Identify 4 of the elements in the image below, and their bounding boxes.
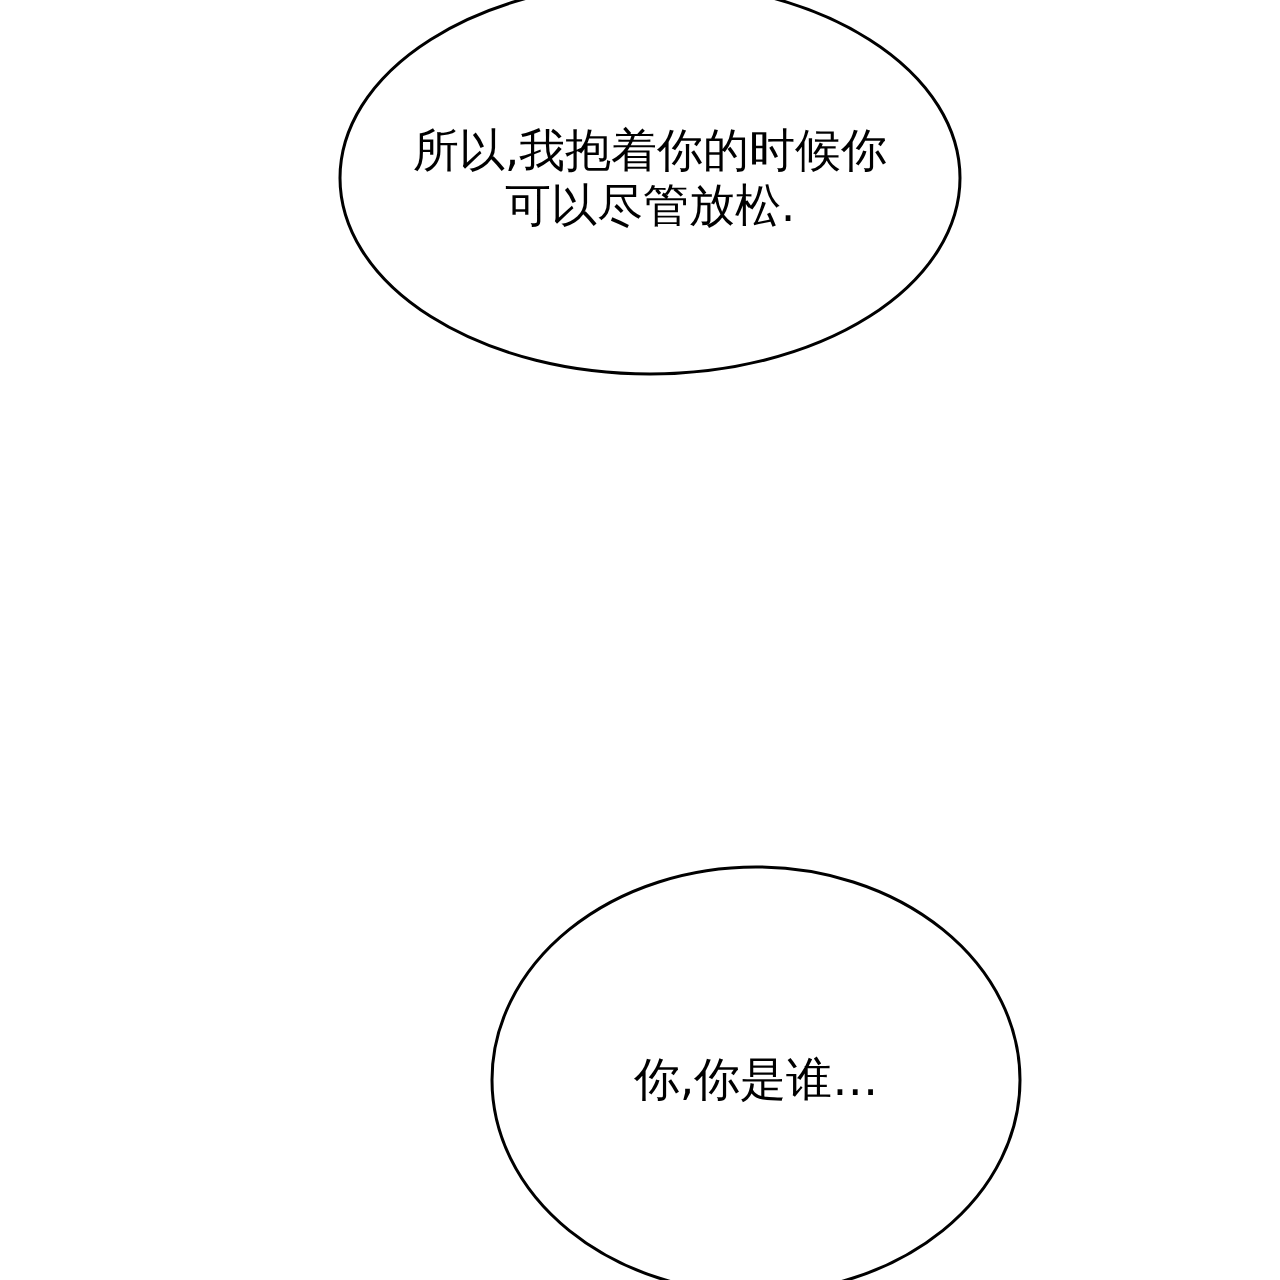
dialogue-text: 所以,我抱着你的时候你可以尽管放松. bbox=[411, 122, 889, 234]
dialogue-text: 你,你是谁… bbox=[633, 1052, 879, 1108]
speech-bubble bbox=[338, 0, 962, 376]
speech-bubble bbox=[490, 865, 1022, 1280]
